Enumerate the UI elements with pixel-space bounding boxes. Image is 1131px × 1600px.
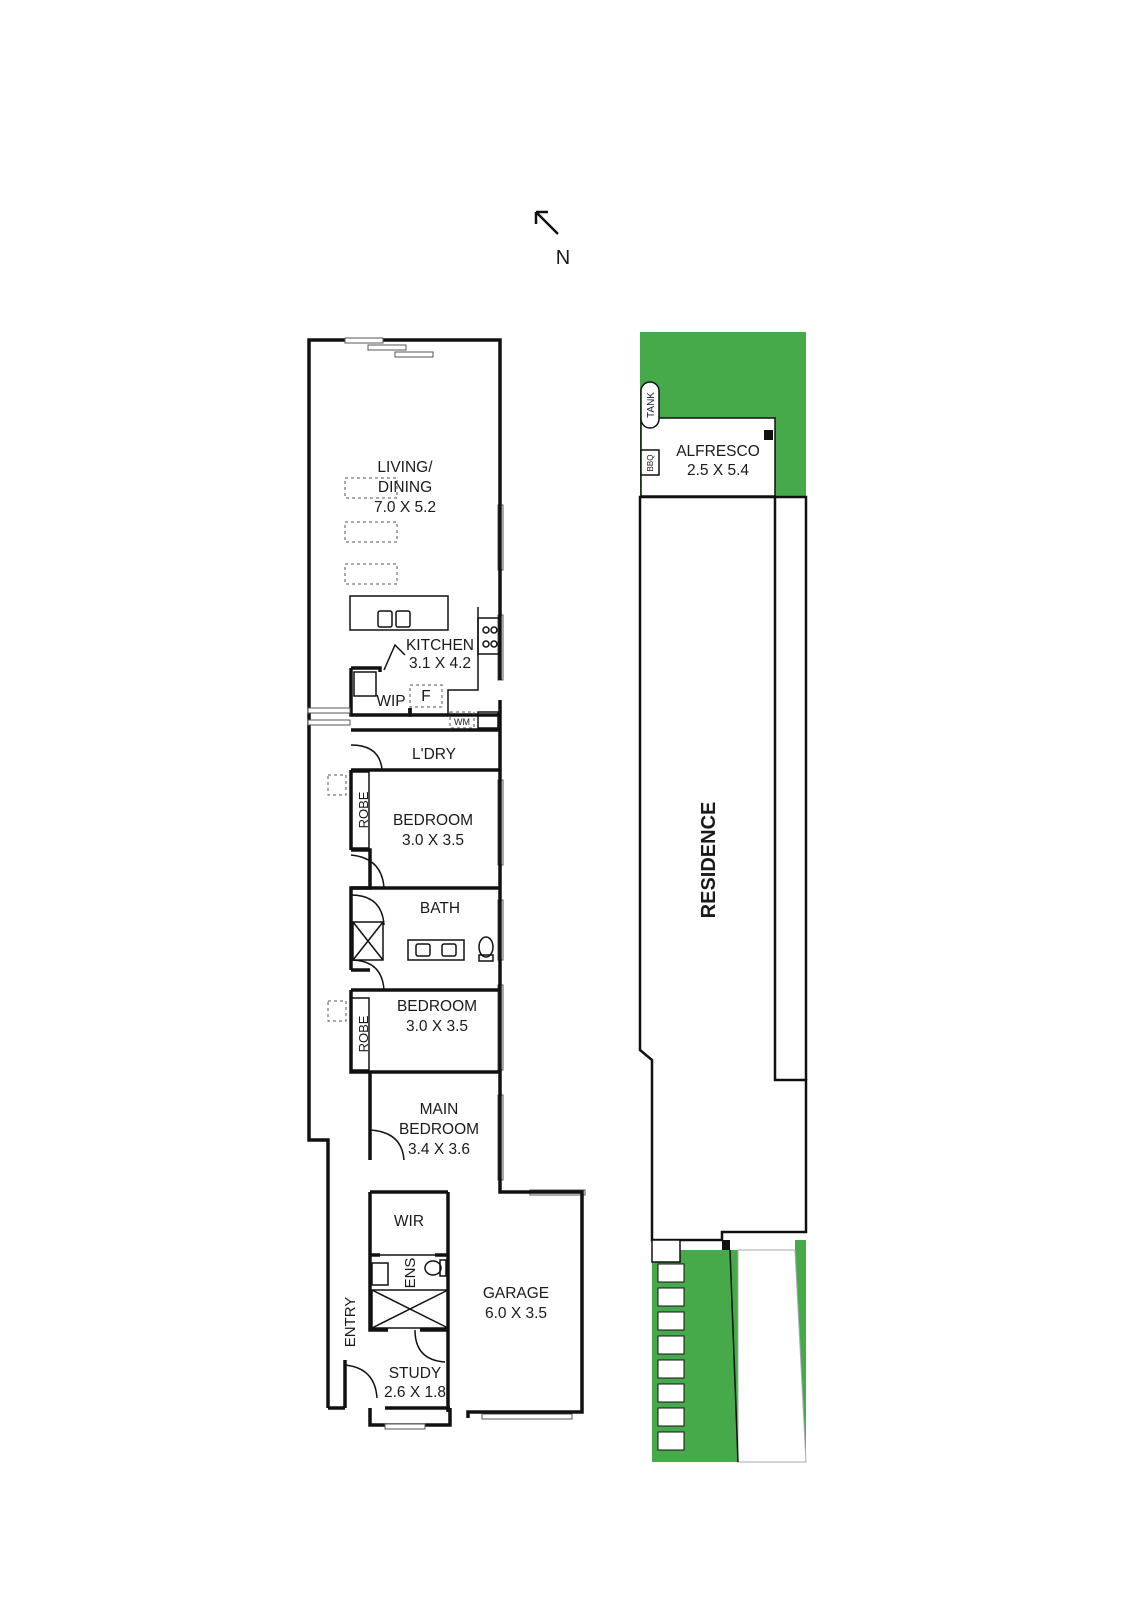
garage-label: GARAGE	[483, 1285, 549, 1302]
wip-shelf	[353, 671, 377, 697]
garage-dims: 6.0 X 3.5	[485, 1305, 547, 1322]
bedroom1-dims: 3.0 X 3.5	[402, 832, 464, 849]
residence-label: RESIDENCE	[698, 802, 720, 919]
wm-label: WM	[454, 717, 470, 727]
entry-label: ENTRY	[342, 1297, 359, 1348]
cooktop-icon	[477, 617, 501, 655]
main-bedroom-label-2: BEDROOM	[399, 1121, 479, 1138]
bedroom2-label: BEDROOM	[397, 998, 477, 1015]
bedroom1-label: BEDROOM	[393, 812, 473, 829]
ens-label: ENS	[402, 1258, 419, 1289]
tank-label: TANK	[646, 392, 657, 418]
robe-2	[350, 997, 370, 1071]
fridge-space	[409, 684, 443, 708]
north-arrow-icon	[534, 210, 559, 235]
wm-space	[449, 711, 475, 729]
living-dims: 7.0 X 5.2	[374, 499, 436, 516]
site-plan	[638, 332, 808, 1463]
kitchen-bench	[447, 607, 479, 715]
wip-label: WIP	[376, 693, 405, 710]
robe-1	[350, 771, 370, 849]
bedroom2-dims: 3.0 X 3.5	[406, 1018, 468, 1035]
main-bedroom-dims: 3.4 X 3.6	[408, 1141, 470, 1158]
bbq-label: BBQ	[646, 455, 655, 472]
main-bedroom-label-1: MAIN	[420, 1101, 459, 1118]
fridge-label: F	[421, 688, 430, 705]
wir-label: WIR	[394, 1213, 424, 1230]
alfresco-dims: 2.5 X 5.4	[687, 462, 749, 479]
bath-label: BATH	[420, 900, 460, 917]
study-dims: 2.6 X 1.8	[384, 1384, 446, 1401]
bath-fixtures	[352, 921, 494, 962]
kitchen-island	[349, 595, 449, 631]
alfresco-label: ALFRESCO	[676, 443, 760, 460]
study-label: STUDY	[389, 1365, 442, 1382]
living-label-2: DINING	[378, 479, 432, 496]
laundry-window	[307, 707, 351, 714]
robe2-label: ROBE	[356, 1015, 371, 1052]
ensuite-fixtures	[370, 1254, 449, 1329]
door-swings	[344, 643, 446, 1399]
laundry-label: L'DRY	[412, 746, 456, 763]
kitchen-dims: 3.1 X 4.2	[409, 655, 471, 672]
robe1-label: ROBE	[356, 791, 371, 828]
furniture-dashed	[327, 477, 398, 1022]
compass-label: N	[556, 247, 570, 269]
laundry-tub	[477, 711, 499, 729]
laundry-window-2	[307, 719, 351, 726]
kitchen-label: KITCHEN	[406, 637, 474, 654]
living-label-1: LIVING/	[377, 459, 433, 476]
sliding-door	[344, 337, 434, 358]
